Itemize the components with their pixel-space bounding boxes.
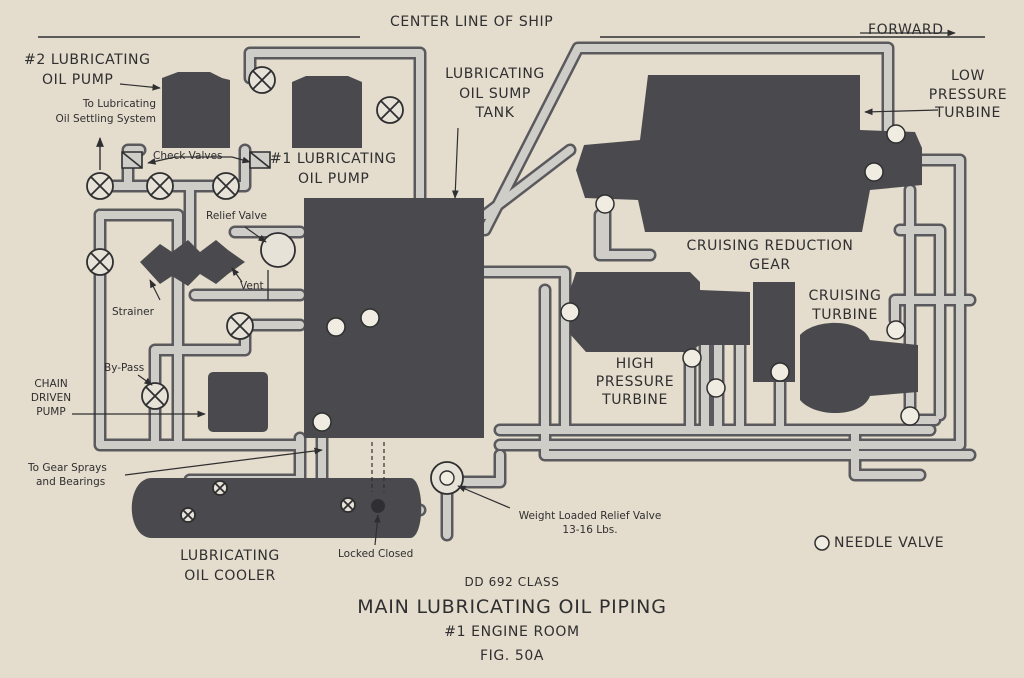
needle-valve-sump-c (312, 412, 332, 432)
lp-turbine-label-line1: LOW (951, 68, 985, 84)
pump-2 (162, 72, 230, 148)
valve-suction-left (86, 172, 114, 200)
pump2-label-line2: OIL PUMP (42, 72, 114, 88)
hp-turbine-label-line3: TURBINE (602, 392, 668, 408)
needle-valve-lp-2 (864, 162, 884, 182)
pump2-label-line1: #2 LUBRICATING (24, 52, 151, 68)
lp-turbine (576, 75, 922, 232)
sump-label-line2: OIL SUMP (459, 86, 531, 102)
reduction-gear-label-line1: CRUISING REDUCTION (686, 238, 854, 254)
valve-chain-pump (141, 382, 169, 410)
needle-valve-legend-symbol (814, 535, 830, 551)
gear-sprays-label-line2: and Bearings (36, 476, 106, 488)
valve-pump1-discharge (376, 96, 404, 124)
reduction-gear-label-line2: GEAR (749, 257, 791, 273)
settling-label-line2: Oil Settling System (55, 113, 156, 125)
lp-turbine-label-line3: TURBINE (935, 105, 1001, 121)
valve-cooler-drain (180, 507, 196, 523)
sump-label-line1: LUBRICATING (445, 66, 545, 82)
chain-driven-pump (208, 372, 268, 432)
strainer-label: Strainer (112, 306, 154, 318)
cruising-turbine-label-line2: TURBINE (812, 307, 878, 323)
needle-valve-gear (770, 362, 790, 382)
hp-turbine (570, 272, 750, 352)
lp-turbine-label-line2: PRESSURE (928, 87, 1008, 103)
vent-label: Vent (240, 280, 264, 292)
valve-left-riser (86, 248, 114, 276)
weight-loaded-relief-valve (430, 461, 464, 495)
needle-valve-sump-b (360, 308, 380, 328)
needle-valve-hp-2 (682, 348, 702, 368)
cruising-turbine (800, 322, 918, 414)
weight-relief-label-line1: Weight Loaded Relief Valve (518, 510, 662, 522)
cooler-label-line2: OIL COOLER (184, 568, 276, 584)
locked-closed-valve (371, 442, 385, 513)
weight-relief-label-line2: 13-16 Lbs. (562, 524, 618, 536)
locked-closed-label: Locked Closed (338, 548, 414, 560)
needle-valve-cruise-2 (900, 406, 920, 426)
needle-valve-hp (560, 302, 580, 322)
relief-valve (260, 232, 296, 268)
needle-valve-lp-1 (886, 124, 906, 144)
leader-lines (72, 83, 939, 546)
chain-pump-label-line1: CHAIN (34, 378, 68, 390)
sump-label-line3: TANK (475, 105, 515, 121)
check-valves-label: Check Valves (153, 150, 223, 162)
needle-valve-sump-a (326, 317, 346, 337)
valve-pump2-discharge (248, 66, 276, 94)
needle-valve-gear-line (595, 194, 615, 214)
figure-title: MAIN LUBRICATING OIL PIPING (357, 596, 667, 618)
gear-sprays-label-line1: To Gear Sprays (28, 462, 107, 474)
center-line-label: CENTER LINE OF SHIP (390, 14, 554, 30)
sump-tank (304, 198, 484, 438)
check-valve-right (249, 151, 271, 169)
bypass-label: By-Pass (104, 362, 145, 374)
hp-turbine-label-line2: PRESSURE (595, 374, 675, 390)
class-label: DD 692 CLASS (464, 575, 560, 589)
needle-valve-hp-3 (706, 378, 726, 398)
pump1-label-line2: OIL PUMP (298, 171, 370, 187)
figure-subtitle: #1 ENGINE ROOM (444, 624, 580, 640)
relief-valve-label: Relief Valve (206, 210, 268, 222)
chain-pump-label-line2: DRIVEN (30, 392, 72, 404)
valve-cooler-inlet (212, 480, 228, 496)
chain-pump-label-line3: PUMP (36, 406, 66, 418)
forward-label: FORWARD (868, 22, 944, 38)
needle-valve-legend: NEEDLE VALVE (834, 535, 945, 551)
check-valve-left (121, 151, 143, 169)
valve-cooler-outlet (340, 497, 356, 513)
valve-suction-right (212, 172, 240, 200)
hp-turbine-label-line1: HIGH (615, 356, 655, 372)
needle-valve-cruise-1 (886, 320, 906, 340)
oil-cooler (131, 478, 422, 538)
figure-number: FIG. 50A (479, 648, 545, 664)
cooler-label-line1: LUBRICATING (180, 548, 280, 564)
cruising-turbine-label-line1: CRUISING (808, 288, 882, 304)
settling-label-line1: To Lubricating (82, 98, 156, 110)
strainer (140, 240, 245, 286)
pump1-label-line1: #1 LUBRICATING (270, 151, 397, 167)
pump-1 (292, 76, 362, 148)
valve-strainer-outlet (226, 312, 254, 340)
valve-suction-mid (146, 172, 174, 200)
